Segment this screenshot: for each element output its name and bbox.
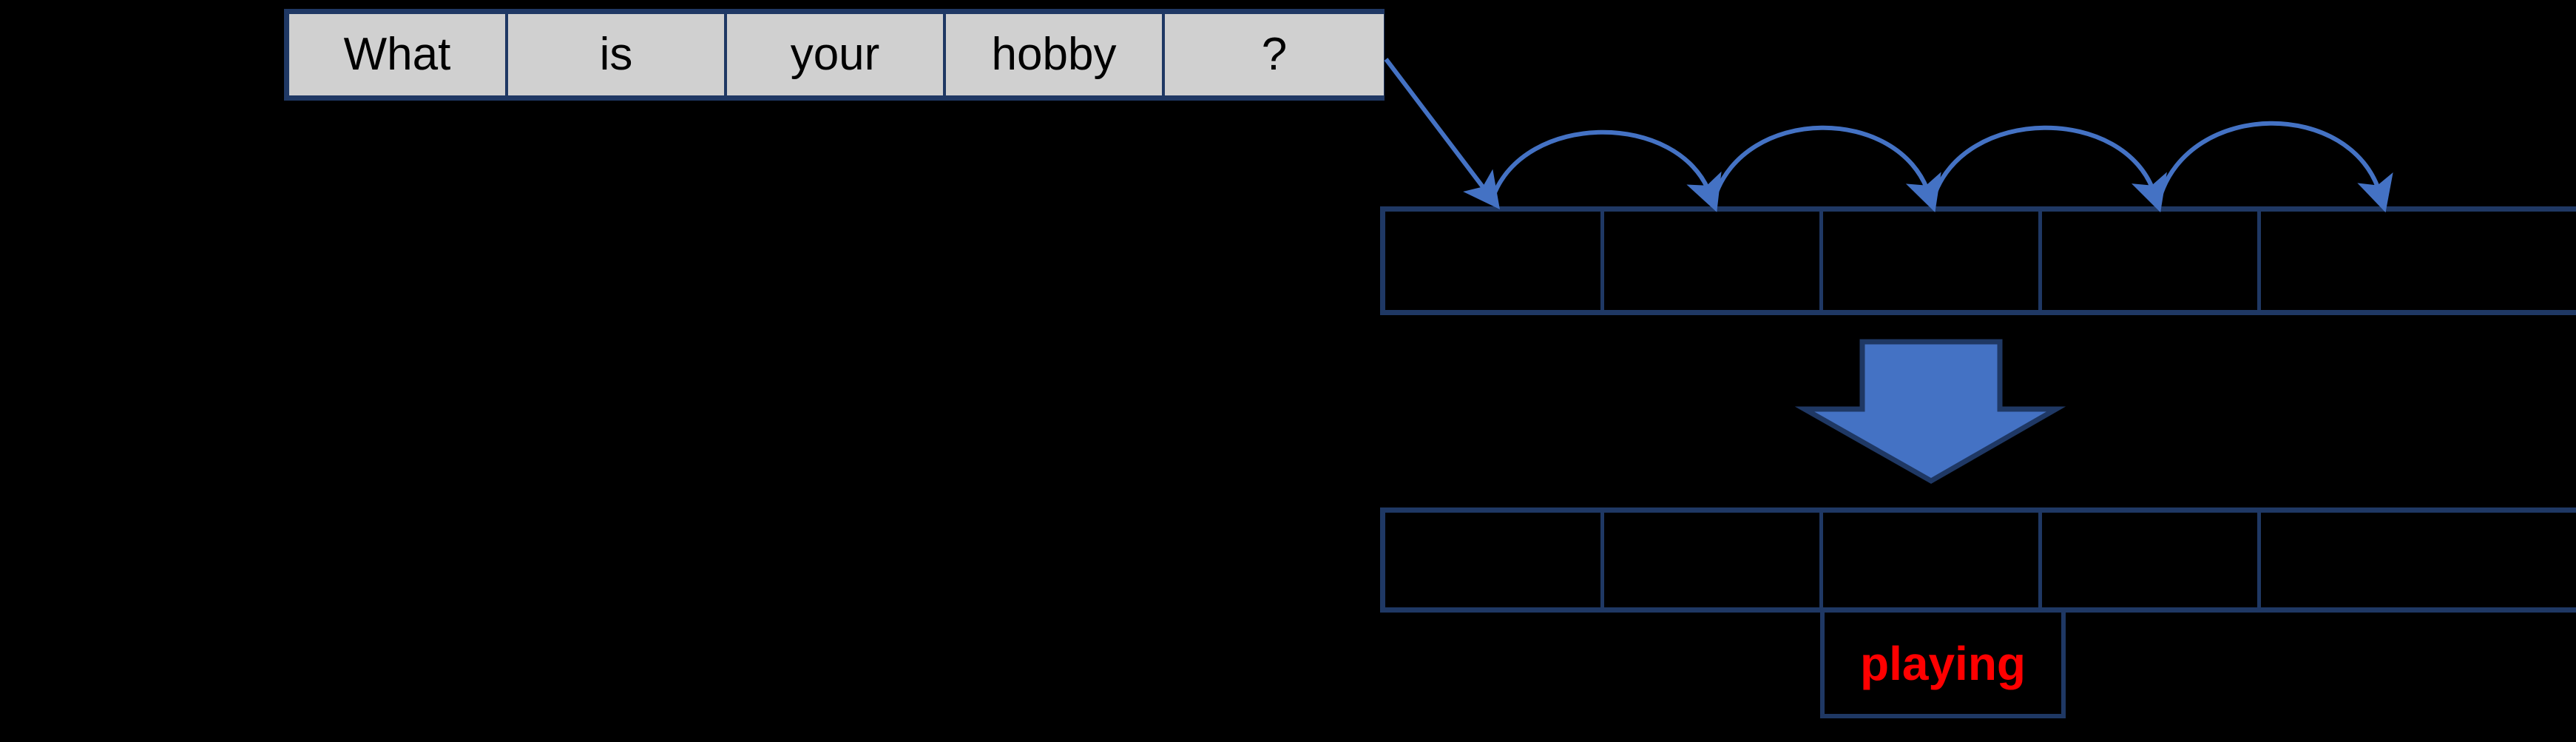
downward-block-arrow bbox=[1794, 339, 2066, 485]
prediction-slots-table bbox=[1380, 507, 2576, 613]
decoder-slots-table bbox=[1380, 206, 2576, 315]
prediction-slot-cell[interactable] bbox=[2261, 513, 2572, 607]
source-to-decoder-arrow bbox=[1384, 58, 1500, 210]
attention-arc-3 bbox=[1931, 125, 2167, 213]
encoder-token-cell[interactable]: hobby bbox=[946, 14, 1165, 95]
prediction-slot-cell[interactable] bbox=[2042, 513, 2261, 607]
encoder-token-cell[interactable]: is bbox=[508, 14, 727, 95]
encoder-token-cell[interactable]: What bbox=[289, 14, 508, 95]
predicted-token-cell[interactable]: playing bbox=[1820, 613, 2066, 718]
prediction-slot-cell[interactable] bbox=[1604, 513, 1823, 607]
decoder-slot-cell[interactable] bbox=[1604, 212, 1823, 310]
predicted-token-label: playing bbox=[1859, 636, 2026, 690]
decoder-slot-cell[interactable] bbox=[1385, 212, 1604, 310]
attention-arc-2 bbox=[1712, 125, 1941, 213]
decoder-slot-cell[interactable] bbox=[2042, 212, 2261, 310]
decoder-slot-cell[interactable] bbox=[1823, 212, 2042, 310]
prediction-slot-cell[interactable] bbox=[1385, 513, 1604, 607]
encoder-token-cell[interactable]: ? bbox=[1165, 14, 1384, 95]
encoder-input-table: What is your hobby ? bbox=[284, 9, 1385, 101]
decoder-slot-cell[interactable] bbox=[2261, 212, 2572, 310]
encoder-token-cell[interactable]: your bbox=[727, 14, 946, 95]
prediction-slot-cell[interactable] bbox=[1823, 513, 2042, 607]
attention-arc-4 bbox=[2157, 121, 2393, 213]
attention-arc-1 bbox=[1490, 129, 1722, 212]
